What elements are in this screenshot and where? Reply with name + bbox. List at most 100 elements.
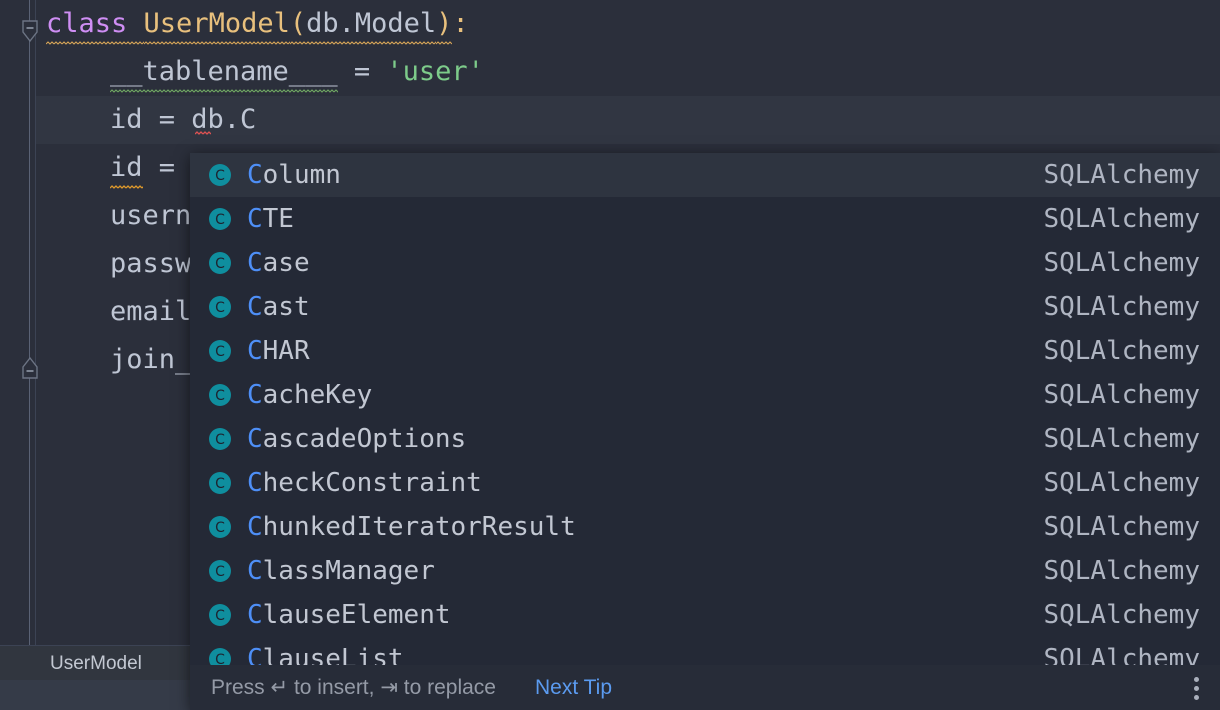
completion-item-origin: SQLAlchemy	[1043, 160, 1200, 190]
code-token: UserModel	[143, 0, 291, 48]
completion-item-label: CHAR	[247, 336, 310, 366]
code-lines[interactable]: class UserModel(db.Model):__tablename___…	[36, 0, 1220, 645]
class-icon: C	[208, 163, 232, 187]
class-icon: C	[208, 207, 232, 231]
code-token: )	[436, 0, 453, 48]
line-joined[interactable]: join_	[36, 336, 1220, 384]
completion-hint-text: Press ↵ to insert, ⇥ to replace	[211, 676, 496, 699]
line-email[interactable]: email	[36, 288, 1220, 336]
completion-item-origin: SQLAlchemy	[1043, 424, 1200, 454]
error-squiggle-marker	[195, 131, 211, 136]
code-token: __tablename___	[110, 48, 338, 96]
completion-item-label: ClauseElement	[247, 600, 451, 630]
class-icon: C	[208, 647, 232, 665]
code-text: __tablename___ = 'user'	[36, 56, 484, 93]
completion-item-label: ClassManager	[247, 556, 435, 586]
completion-item-origin: SQLAlchemy	[1043, 556, 1200, 586]
code-token: class	[46, 0, 144, 48]
completion-item[interactable]: C Case SQLAlchemy	[190, 241, 1220, 285]
completion-item[interactable]: C ClauseList SQLAlchemy	[190, 637, 1220, 665]
completion-item[interactable]: C CascadeOptions SQLAlchemy	[190, 417, 1220, 461]
code-token: id	[110, 144, 143, 192]
line-id-typing[interactable]: id = db.C	[36, 96, 1220, 144]
code-text: id = db.C	[36, 104, 256, 135]
completion-item-origin: SQLAlchemy	[1043, 468, 1200, 498]
completion-item-label: Cast	[247, 292, 310, 322]
completion-item[interactable]: C CTE SQLAlchemy	[190, 197, 1220, 241]
code-text: class UserModel(db.Model):	[36, 8, 469, 45]
code-token: id =	[110, 104, 192, 135]
breadcrumb-usermodel[interactable]: UserModel	[50, 653, 142, 674]
code-token: db.C	[191, 104, 257, 135]
completion-item-origin: SQLAlchemy	[1043, 204, 1200, 234]
svg-text:C: C	[215, 520, 225, 536]
editor-gutter[interactable]	[0, 0, 39, 645]
class-icon: C	[208, 339, 232, 363]
code-token: =	[142, 152, 192, 183]
line-password[interactable]: passw	[36, 240, 1220, 288]
completion-item[interactable]: C Cast SQLAlchemy	[190, 285, 1220, 329]
svg-text:C: C	[215, 652, 225, 665]
line-id-second[interactable]: id =	[36, 144, 1220, 192]
code-token: usern	[110, 200, 192, 231]
next-tip-link[interactable]: Next Tip	[535, 676, 613, 699]
class-icon: C	[208, 515, 232, 539]
class-icon: C	[208, 559, 232, 583]
class-icon: C	[208, 427, 232, 451]
completion-item-origin: SQLAlchemy	[1043, 336, 1200, 366]
code-text: join_	[36, 344, 191, 375]
completion-item[interactable]: C CHAR SQLAlchemy	[190, 329, 1220, 373]
svg-text:C: C	[215, 212, 225, 228]
class-icon: C	[208, 603, 232, 627]
class-icon: C	[208, 383, 232, 407]
line-class-def[interactable]: class UserModel(db.Model):	[36, 0, 1220, 48]
class-icon: C	[208, 295, 232, 319]
svg-text:C: C	[215, 608, 225, 624]
class-icon: C	[208, 251, 232, 275]
code-token: email	[110, 296, 192, 327]
code-token: (	[289, 0, 307, 48]
completion-item-origin: SQLAlchemy	[1043, 248, 1200, 278]
completion-item-origin: SQLAlchemy	[1043, 292, 1200, 322]
fold-collapse-down-icon[interactable]	[21, 20, 39, 43]
line-username[interactable]: usern	[36, 192, 1220, 240]
completion-footer: Press ↵ to insert, ⇥ to replace Next Tip	[190, 665, 1220, 710]
code-token: :	[452, 8, 469, 39]
code-token: join_	[110, 344, 192, 375]
completion-item-origin: SQLAlchemy	[1043, 380, 1200, 410]
completion-item-label: CascadeOptions	[247, 424, 467, 454]
completion-item[interactable]: C ClauseElement SQLAlchemy	[190, 593, 1220, 637]
code-text: id =	[36, 152, 192, 189]
fold-collapse-up-icon[interactable]	[21, 356, 39, 379]
code-token: passw	[110, 248, 192, 279]
more-vertical-icon[interactable]	[1182, 673, 1210, 703]
completion-item-origin: SQLAlchemy	[1043, 644, 1200, 665]
code-text: email	[36, 296, 191, 327]
svg-text:C: C	[215, 564, 225, 580]
line-tablename[interactable]: __tablename___ = 'user'	[36, 48, 1220, 96]
fold-rail	[29, 0, 30, 645]
completion-item-label: ChunkedIteratorResult	[247, 512, 576, 542]
completion-item-label: CTE	[247, 204, 294, 234]
svg-text:C: C	[215, 168, 225, 184]
svg-text:C: C	[215, 256, 225, 272]
svg-text:C: C	[215, 300, 225, 316]
code-token: 'user'	[386, 56, 484, 87]
completion-item-origin: SQLAlchemy	[1043, 600, 1200, 630]
completion-item[interactable]: C ClassManager SQLAlchemy	[190, 549, 1220, 593]
completion-item-label: Case	[247, 248, 310, 278]
completion-item[interactable]: C Column SQLAlchemy	[190, 153, 1220, 197]
code-text: passw	[36, 248, 191, 279]
completion-item-label: CheckConstraint	[247, 468, 482, 498]
svg-text:C: C	[215, 432, 225, 448]
code-token: db.Model	[306, 0, 437, 48]
svg-text:C: C	[215, 344, 225, 360]
completion-item-label: ClauseList	[247, 644, 404, 665]
completion-item-label: Column	[247, 160, 341, 190]
